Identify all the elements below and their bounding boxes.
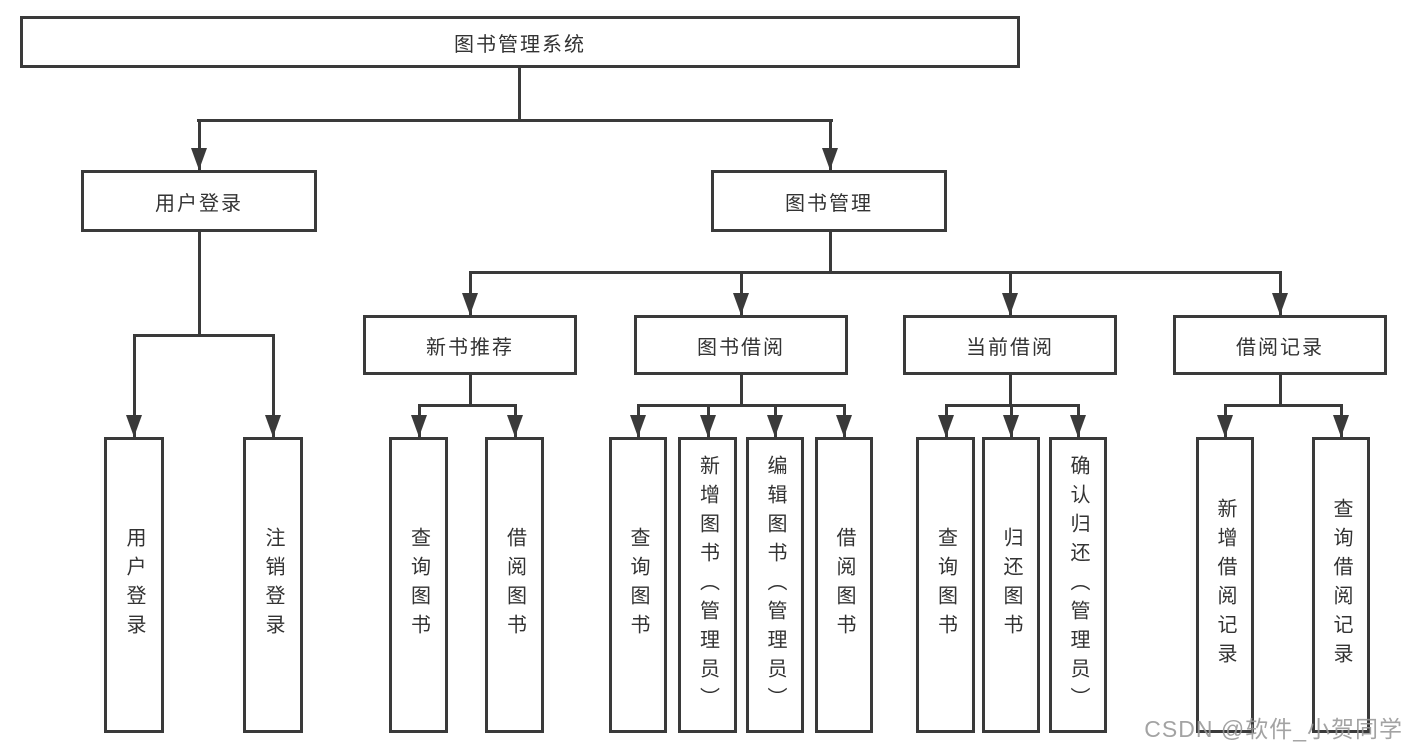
leaf-record-add-label: 新增借阅记录 <box>1214 498 1236 672</box>
node-root-label: 图书管理系统 <box>454 33 586 56</box>
arrowhead-icon <box>462 293 478 315</box>
connector-line <box>198 119 201 170</box>
node-new-book-recommend-label: 新书推荐 <box>426 336 514 359</box>
connector-line <box>133 334 136 437</box>
connector-line <box>1009 375 1012 407</box>
arrowhead-icon <box>630 415 646 437</box>
arrowhead-icon <box>836 415 852 437</box>
arrowhead-icon <box>126 415 142 437</box>
node-book-borrow-label: 图书借阅 <box>697 336 785 359</box>
connector-line <box>418 404 517 407</box>
node-current-borrow-label: 当前借阅 <box>966 336 1054 359</box>
arrowhead-icon <box>822 148 838 170</box>
connector-line <box>1279 375 1282 407</box>
arrowhead-icon <box>411 415 427 437</box>
leaf-user-login: 用户登录 <box>104 437 164 733</box>
connector-line <box>637 404 846 407</box>
leaf-borrow-query-label: 查询图书 <box>627 527 649 643</box>
node-borrow-records-label: 借阅记录 <box>1236 336 1324 359</box>
leaf-borrow-book: 借阅图书 <box>815 437 873 733</box>
connector-line <box>198 232 201 336</box>
leaf-borrow-add-admin: 新增图书（管理员） <box>678 437 737 733</box>
leaf-record-query: 查询借阅记录 <box>1312 437 1370 733</box>
leaf-borrow-query: 查询图书 <box>609 437 667 733</box>
leaf-record-add: 新增借阅记录 <box>1196 437 1254 733</box>
connector-line <box>740 375 743 407</box>
arrowhead-icon <box>265 415 281 437</box>
arrowhead-icon <box>938 415 954 437</box>
leaf-current-confirm-admin-label: 确认归还（管理员） <box>1067 454 1089 716</box>
node-book-management: 图书管理 <box>711 170 947 232</box>
connector-line <box>829 232 832 274</box>
leaf-borrow-add-admin-label: 新增图书（管理员） <box>696 454 719 716</box>
leaf-current-return: 归还图书 <box>982 437 1040 733</box>
node-book-management-label: 图书管理 <box>785 192 873 215</box>
leaf-current-query-label: 查询图书 <box>934 527 957 643</box>
arrowhead-icon <box>1002 293 1018 315</box>
leaf-newbook-borrow: 借阅图书 <box>485 437 544 733</box>
connector-line <box>197 119 833 122</box>
node-current-borrow: 当前借阅 <box>903 315 1117 375</box>
leaf-record-query-label: 查询借阅记录 <box>1330 498 1352 672</box>
connector-line <box>829 119 832 170</box>
arrowhead-icon <box>700 415 716 437</box>
leaf-newbook-borrow-label: 借阅图书 <box>503 527 526 643</box>
arrowhead-icon <box>1003 415 1019 437</box>
node-new-book-recommend: 新书推荐 <box>363 315 577 375</box>
connector-line <box>469 375 472 407</box>
leaf-newbook-query: 查询图书 <box>389 437 448 733</box>
leaf-user-login-label: 用户登录 <box>123 527 145 643</box>
arrowhead-icon <box>191 148 207 170</box>
node-root: 图书管理系统 <box>20 16 1020 68</box>
arrowhead-icon <box>767 415 783 437</box>
connector-line <box>133 334 275 337</box>
connector-line <box>518 68 521 120</box>
connector-line <box>1224 404 1343 407</box>
arrowhead-icon <box>733 293 749 315</box>
arrowhead-icon <box>1217 415 1233 437</box>
node-book-borrow: 图书借阅 <box>634 315 848 375</box>
arrowhead-icon <box>1272 293 1288 315</box>
arrowhead-icon <box>507 415 523 437</box>
arrowhead-icon <box>1070 415 1086 437</box>
connector-line <box>469 271 1282 274</box>
leaf-logout-label: 注销登录 <box>262 527 284 643</box>
arrowhead-icon <box>1333 415 1349 437</box>
csdn-watermark: CSDN @软件_小贺同学 <box>1144 716 1403 742</box>
node-user-login-label: 用户登录 <box>155 192 243 215</box>
leaf-borrow-edit-admin: 编辑图书（管理员） <box>746 437 804 733</box>
leaf-current-query: 查询图书 <box>916 437 975 733</box>
connector-line <box>272 334 275 437</box>
leaf-logout: 注销登录 <box>243 437 303 733</box>
leaf-current-return-label: 归还图书 <box>1000 527 1022 643</box>
leaf-newbook-query-label: 查询图书 <box>407 527 430 643</box>
leaf-current-confirm-admin: 确认归还（管理员） <box>1049 437 1107 733</box>
node-borrow-records: 借阅记录 <box>1173 315 1387 375</box>
leaf-borrow-edit-admin-label: 编辑图书（管理员） <box>764 454 786 716</box>
leaf-borrow-book-label: 借阅图书 <box>833 527 855 643</box>
node-user-login: 用户登录 <box>81 170 317 232</box>
